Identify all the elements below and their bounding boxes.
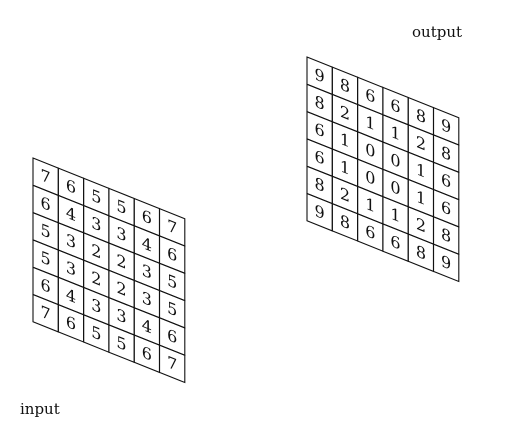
output-grid-cell-value: 6: [315, 119, 325, 141]
input-grid-cell-border: [158, 344, 186, 384]
input-grid-cell-value: 3: [142, 261, 152, 283]
input-grid-cell-value: 5: [167, 271, 177, 293]
input-grid-cell-value: 6: [142, 206, 152, 228]
output-grid-cell-value: 9: [315, 65, 325, 87]
output-grid-cell-value: 1: [390, 122, 400, 144]
output-grid-cell-value: 1: [390, 204, 400, 226]
input-grid-cell-value: 5: [91, 322, 101, 344]
output-grid-cell-value: 8: [315, 92, 325, 114]
input-grid-cell-value: 3: [116, 223, 126, 245]
input-grid-cell-value: 6: [41, 275, 51, 297]
input-grid-cell-value: 5: [167, 298, 177, 320]
output-grid-cell-value: 6: [390, 231, 400, 253]
output-grid-cell-value: 8: [441, 142, 451, 164]
input-label: input: [20, 400, 60, 418]
input-grid-cell-value: 7: [41, 302, 51, 324]
input-grid-cell-value: 4: [142, 315, 152, 337]
output-grid-cell-value: 1: [416, 187, 426, 209]
input-grid-cell-value: 5: [41, 247, 51, 269]
input-grid-cell-value: 2: [116, 278, 126, 300]
input-grid-cell-value: 6: [142, 343, 152, 365]
input-grid-cell-value: 7: [167, 353, 177, 375]
input-grid-cell-value: 3: [66, 230, 76, 252]
input-grid-cell-value: 2: [91, 268, 101, 290]
input-grid-cell-value: 4: [66, 285, 76, 307]
output-grid-cell-value: 2: [416, 132, 426, 154]
output-grid-cell-value: 0: [390, 150, 400, 172]
output-grid-cell-value: 8: [416, 105, 426, 127]
input-grid-cell-value: 6: [66, 176, 76, 198]
input-grid-cell-value: 6: [167, 325, 177, 347]
output-grid-cell-value: 8: [441, 224, 451, 246]
output-grid-cell-value: 1: [340, 157, 350, 179]
output-grid-cell-value: 6: [390, 95, 400, 117]
output-grid-cell-value: 6: [365, 221, 375, 243]
input-grid-cell-value: 7: [167, 216, 177, 238]
output-grid-cell-value: 8: [340, 211, 350, 233]
output-grid-cell-value: 6: [441, 170, 451, 192]
output-grid-cell-value: 2: [340, 102, 350, 124]
output-grid-cell-value: 1: [365, 194, 375, 216]
output-grid-cell-value: 1: [340, 129, 350, 151]
input-grid-cell-value: 5: [91, 186, 101, 208]
input-grid-cell-value: 3: [91, 295, 101, 317]
output-grid-cell-value: 1: [365, 112, 375, 134]
output-grid-cell-value: 6: [315, 146, 325, 168]
input-grid-cell-value: 2: [91, 240, 101, 262]
output-grid-cell-value: 8: [315, 174, 325, 196]
output-grid-cell-value: 2: [416, 214, 426, 236]
output-grid-cell-value: 0: [365, 139, 375, 161]
output-grid-cell-value: 0: [390, 177, 400, 199]
input-grid-cell-value: 2: [116, 251, 126, 273]
input-grid-cell-value: 6: [41, 193, 51, 215]
input-grid-cell-value: 5: [41, 220, 51, 242]
output-label: output: [412, 23, 462, 41]
input-grid-cell-value: 3: [142, 288, 152, 310]
input-grid-cell-value: 4: [142, 233, 152, 255]
input-grid-cell-value: 5: [116, 332, 126, 354]
output-grid-cell-value: 0: [365, 167, 375, 189]
input-grid-cell-value: 3: [66, 258, 76, 280]
input-grid-cell-value: 6: [167, 243, 177, 265]
input-grid-cell-value: 3: [91, 213, 101, 235]
output-grid-cell-value: 2: [340, 184, 350, 206]
output-grid-cell-value: 9: [441, 252, 451, 274]
output-grid-cell-value: 9: [315, 201, 325, 223]
input-grid-cell-value: 4: [66, 203, 76, 225]
output-grid-cell-value: 9: [441, 115, 451, 137]
output-grid-cell-border: [432, 243, 460, 283]
output-grid-cell-value: 1: [416, 160, 426, 182]
output-grid-cell-value: 8: [416, 242, 426, 264]
output-grid-cell-value: 8: [340, 75, 350, 97]
input-grid-cell-value: 3: [116, 305, 126, 327]
output-grid-cell-value: 6: [441, 197, 451, 219]
input-grid-cell-value: 6: [66, 312, 76, 334]
input-grid-cell-value: 7: [41, 166, 51, 188]
output-grid-cell-value: 6: [365, 85, 375, 107]
input-grid-cell-value: 5: [116, 196, 126, 218]
